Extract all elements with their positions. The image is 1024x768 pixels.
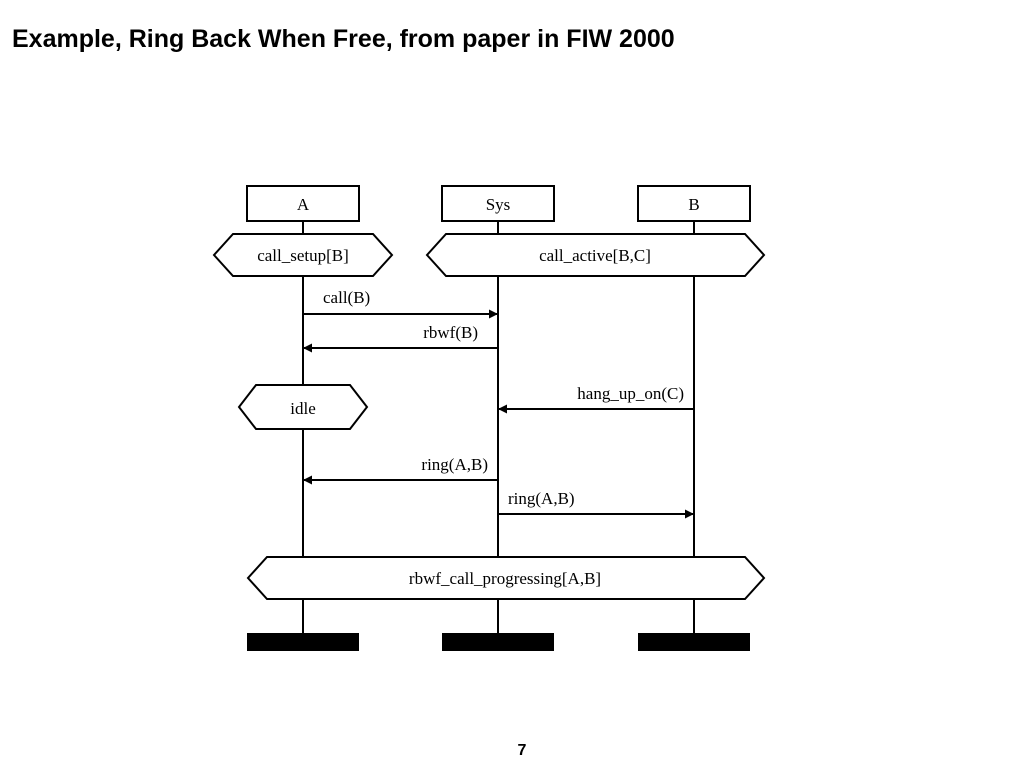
page-number: 7 bbox=[517, 742, 527, 759]
message-rbwf: rbwf(B) bbox=[303, 323, 498, 353]
condition-label-idle: idle bbox=[290, 399, 316, 418]
condition-call-active: call_active[B,C] bbox=[425, 233, 766, 277]
message-label-hang-up-on: hang_up_on(C) bbox=[577, 384, 684, 403]
condition-rbwf-call-progressing: rbwf_call_progressing[A,B] bbox=[246, 556, 766, 600]
message-ring-to-b: ring(A,B) bbox=[498, 489, 694, 519]
instance-label-a: A bbox=[297, 195, 310, 214]
condition-label-rbwf-call-progressing: rbwf_call_progressing[A,B] bbox=[409, 569, 601, 588]
instance-label-sys: Sys bbox=[486, 195, 511, 214]
instance-end-b bbox=[638, 633, 750, 651]
message-hang-up-on: hang_up_on(C) bbox=[498, 384, 694, 414]
instance-end-sys bbox=[442, 633, 554, 651]
condition-label-call-active: call_active[B,C] bbox=[539, 246, 651, 265]
instance-head-a: A bbox=[246, 185, 360, 222]
instance-end-a bbox=[247, 633, 359, 651]
instance-head-b: B bbox=[637, 185, 751, 222]
condition-idle: idle bbox=[237, 384, 369, 430]
message-label-ring-to-a: ring(A,B) bbox=[421, 455, 488, 474]
message-label-ring-to-b: ring(A,B) bbox=[508, 489, 575, 508]
message-ring-to-a: ring(A,B) bbox=[303, 455, 498, 485]
condition-label-call-setup: call_setup[B] bbox=[257, 246, 349, 265]
instance-label-b: B bbox=[688, 195, 699, 214]
condition-call-setup: call_setup[B] bbox=[212, 233, 394, 277]
message-label-rbwf: rbwf(B) bbox=[423, 323, 478, 342]
message-call: call(B) bbox=[303, 288, 498, 319]
slide-title: Example, Ring Back When Free, from paper… bbox=[12, 25, 675, 53]
message-label-call: call(B) bbox=[323, 288, 370, 307]
instance-head-sys: Sys bbox=[441, 185, 555, 222]
